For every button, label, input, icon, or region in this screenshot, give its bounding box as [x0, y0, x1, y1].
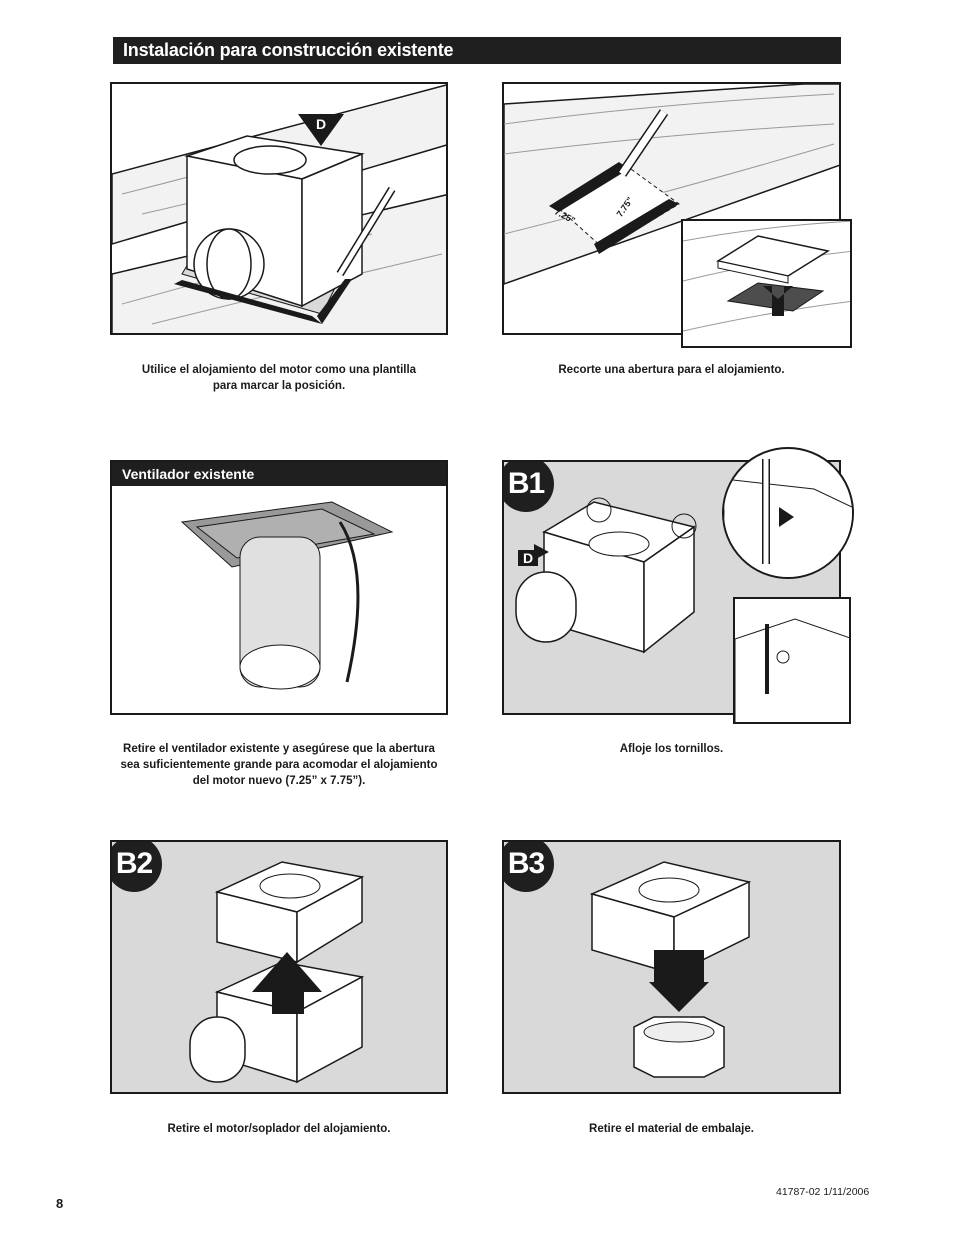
caption-b2: Retire el motor/soplador del alojamiento… [167, 1123, 391, 1135]
page-number: 8 [56, 1196, 64, 1211]
step-badge-b3: B3 [504, 842, 554, 892]
marker-d-b1: D [518, 550, 538, 566]
document-code: 41787-02 1/11/2006 [776, 1186, 870, 1198]
illustration-existing-fan: Ventilador existente [110, 460, 448, 715]
housing-template-drawing [112, 84, 446, 333]
b2-motor-drawing [189, 861, 365, 1084]
illustration-cut-opening: 7.25" 7.75" [502, 82, 841, 335]
inset-screwdriver-detail [722, 447, 854, 579]
caption-existing-fan: Retire el ventilador existente y asegúre… [120, 743, 438, 787]
illustration-b2-remove-motor: B2 [110, 840, 448, 1094]
illustration-mark-position: D [110, 82, 448, 335]
existing-fan-drawing [180, 501, 394, 690]
step-badge-b2: B2 [112, 842, 162, 892]
caption-b3: Retire el material de embalaje. [589, 1123, 754, 1135]
inset-screw-removed [733, 597, 851, 724]
existing-fan-header: Ventilador existente [112, 462, 446, 486]
caption-mark-position: Utilice el alojamiento del motor como un… [141, 364, 417, 392]
cut-opening-drawing [504, 84, 839, 285]
marker-d: D [315, 116, 327, 132]
screw-removed-drawing [735, 618, 849, 722]
page-title: Instalación para construcción existente [113, 37, 841, 64]
inset-lift-cutout [681, 219, 852, 348]
caption-b1: Afloje los tornillos. [619, 743, 724, 755]
screwdriver-drawing [724, 459, 852, 577]
caption-cut-opening: Recorte una abertura para el alojamiento… [558, 364, 785, 376]
lift-cutout-drawing [683, 221, 850, 332]
illustration-b3-remove-packing: B3 [502, 840, 841, 1094]
b3-packing-drawing [589, 861, 752, 1078]
step-badge-b1: B1 [504, 462, 554, 512]
b1-housing-drawing [515, 497, 697, 654]
